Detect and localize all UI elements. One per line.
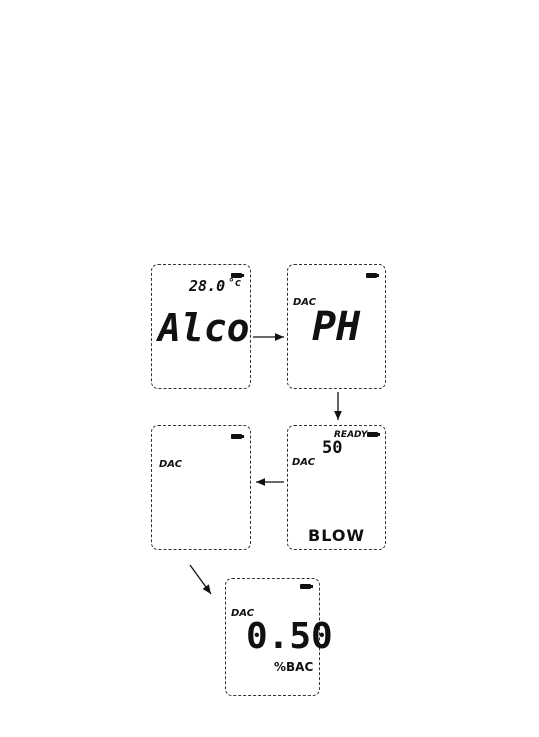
battery-icon <box>367 432 378 437</box>
lcd-screen-blank: DAC <box>151 425 251 550</box>
temperature-unit: °c <box>228 277 241 288</box>
mode-alco-text: Alco <box>158 309 250 347</box>
battery-icon <box>300 584 311 589</box>
battery-icon <box>231 434 242 439</box>
dac-label: DAC <box>159 460 182 470</box>
bac-result-value: 0.50 <box>246 619 333 655</box>
lcd-screen-ph: DAC PH <box>287 264 386 389</box>
countdown-readout: 50 <box>322 440 342 457</box>
bac-unit-label: %BAC <box>274 661 313 673</box>
dac-label: DAC <box>292 458 315 468</box>
blow-instruction: BLOW <box>308 528 365 544</box>
mode-ph-text: PH <box>312 307 360 347</box>
lcd-screen-blow: READY 50 DAC BLOW <box>287 425 386 550</box>
arrow-icon <box>190 565 211 594</box>
lcd-screen-alco: 28.0 °c Alco <box>151 264 251 389</box>
lcd-screen-result: DAC 0.50 %BAC <box>225 578 320 696</box>
temperature-readout: 28.0 <box>189 279 225 294</box>
battery-icon <box>366 273 377 278</box>
